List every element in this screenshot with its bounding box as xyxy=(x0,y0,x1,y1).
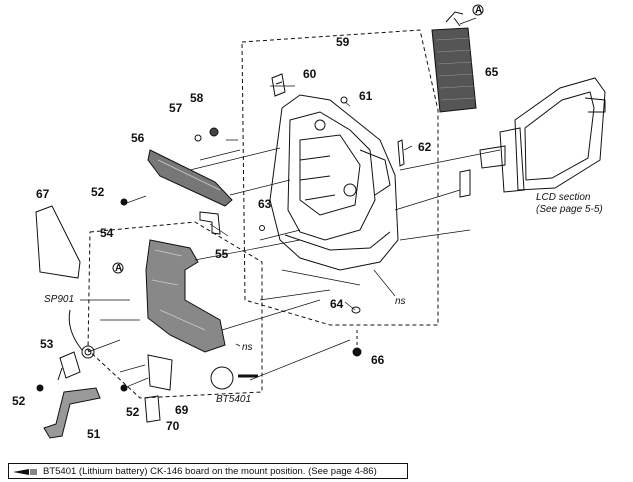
part-65-shield-mesh xyxy=(431,11,477,113)
battery-bt5401 xyxy=(210,366,234,390)
assembly-59-dashed-outline xyxy=(241,29,439,326)
part-51-flex-cable xyxy=(43,387,101,439)
callout-52-lower: 52 xyxy=(126,405,140,419)
part-62-pin xyxy=(397,139,405,167)
callout-62: 62 xyxy=(418,140,432,154)
bt5401-label: BT5401 xyxy=(216,394,252,405)
callout-63: 63 xyxy=(258,197,272,211)
callout-56: 56 xyxy=(131,131,145,145)
ns-label-right: ns xyxy=(395,296,406,307)
part-67-sheet xyxy=(35,205,81,279)
part-53-bracket xyxy=(57,351,81,381)
ref-a-circle-top xyxy=(472,4,484,16)
callout-53: 53 xyxy=(40,337,54,351)
leader-lines xyxy=(80,17,501,389)
callout-55: 55 xyxy=(215,247,229,261)
ns-label-lower: ns xyxy=(242,342,253,353)
board-56-pcb xyxy=(147,149,233,207)
main-frame-part xyxy=(269,94,399,271)
part-64-washer xyxy=(351,306,361,314)
callout-67: 67 xyxy=(36,187,50,201)
callout-64: 64 xyxy=(330,297,344,311)
callout-57: 57 xyxy=(169,101,183,115)
part-63-screw xyxy=(259,225,265,231)
part-55-clip xyxy=(199,211,221,235)
part-58-knob xyxy=(209,127,219,137)
lcd-section-label: LCD section xyxy=(536,192,591,203)
callout-61: 61 xyxy=(359,89,373,103)
footnote-text: BT5401 (Lithium battery) CK-146 board on… xyxy=(43,466,377,477)
part-60-bracket xyxy=(271,73,286,97)
ref-a-label-left: A xyxy=(115,263,123,274)
ref-a-label-top: A xyxy=(475,5,483,16)
footnote-box: BT5401 (Lithium battery) CK-146 board on… xyxy=(8,463,408,479)
part-70-block xyxy=(144,395,161,423)
assembly-54-dashed-outline xyxy=(87,221,263,399)
callout-51: 51 xyxy=(87,427,101,441)
callout-58: 58 xyxy=(190,91,204,105)
callout-66: 66 xyxy=(371,353,385,367)
screw-52-upper xyxy=(120,198,128,206)
ref-a-circle-left xyxy=(112,262,124,274)
callout-65: 65 xyxy=(485,65,499,79)
battery-marker-icon xyxy=(13,469,37,475)
sp901-label: SP901 xyxy=(44,294,75,305)
lcd-section-assembly xyxy=(459,77,606,198)
callout-70: 70 xyxy=(166,419,180,433)
callout-69: 69 xyxy=(175,403,189,417)
part-61-ring xyxy=(340,96,348,104)
part-66-screw xyxy=(352,330,362,357)
callout-52-upper: 52 xyxy=(91,185,105,199)
screw-52-left xyxy=(36,384,44,392)
callout-54: 54 xyxy=(100,226,114,240)
part-57-screw xyxy=(194,134,202,142)
callout-60: 60 xyxy=(303,67,317,81)
part-69-sheet xyxy=(147,354,173,391)
speaker-sp901 xyxy=(68,309,95,359)
callout-59: 59 xyxy=(336,35,350,49)
lcd-section-page-ref: (See page 5-5) xyxy=(536,204,603,215)
callout-52-left: 52 xyxy=(12,394,26,408)
